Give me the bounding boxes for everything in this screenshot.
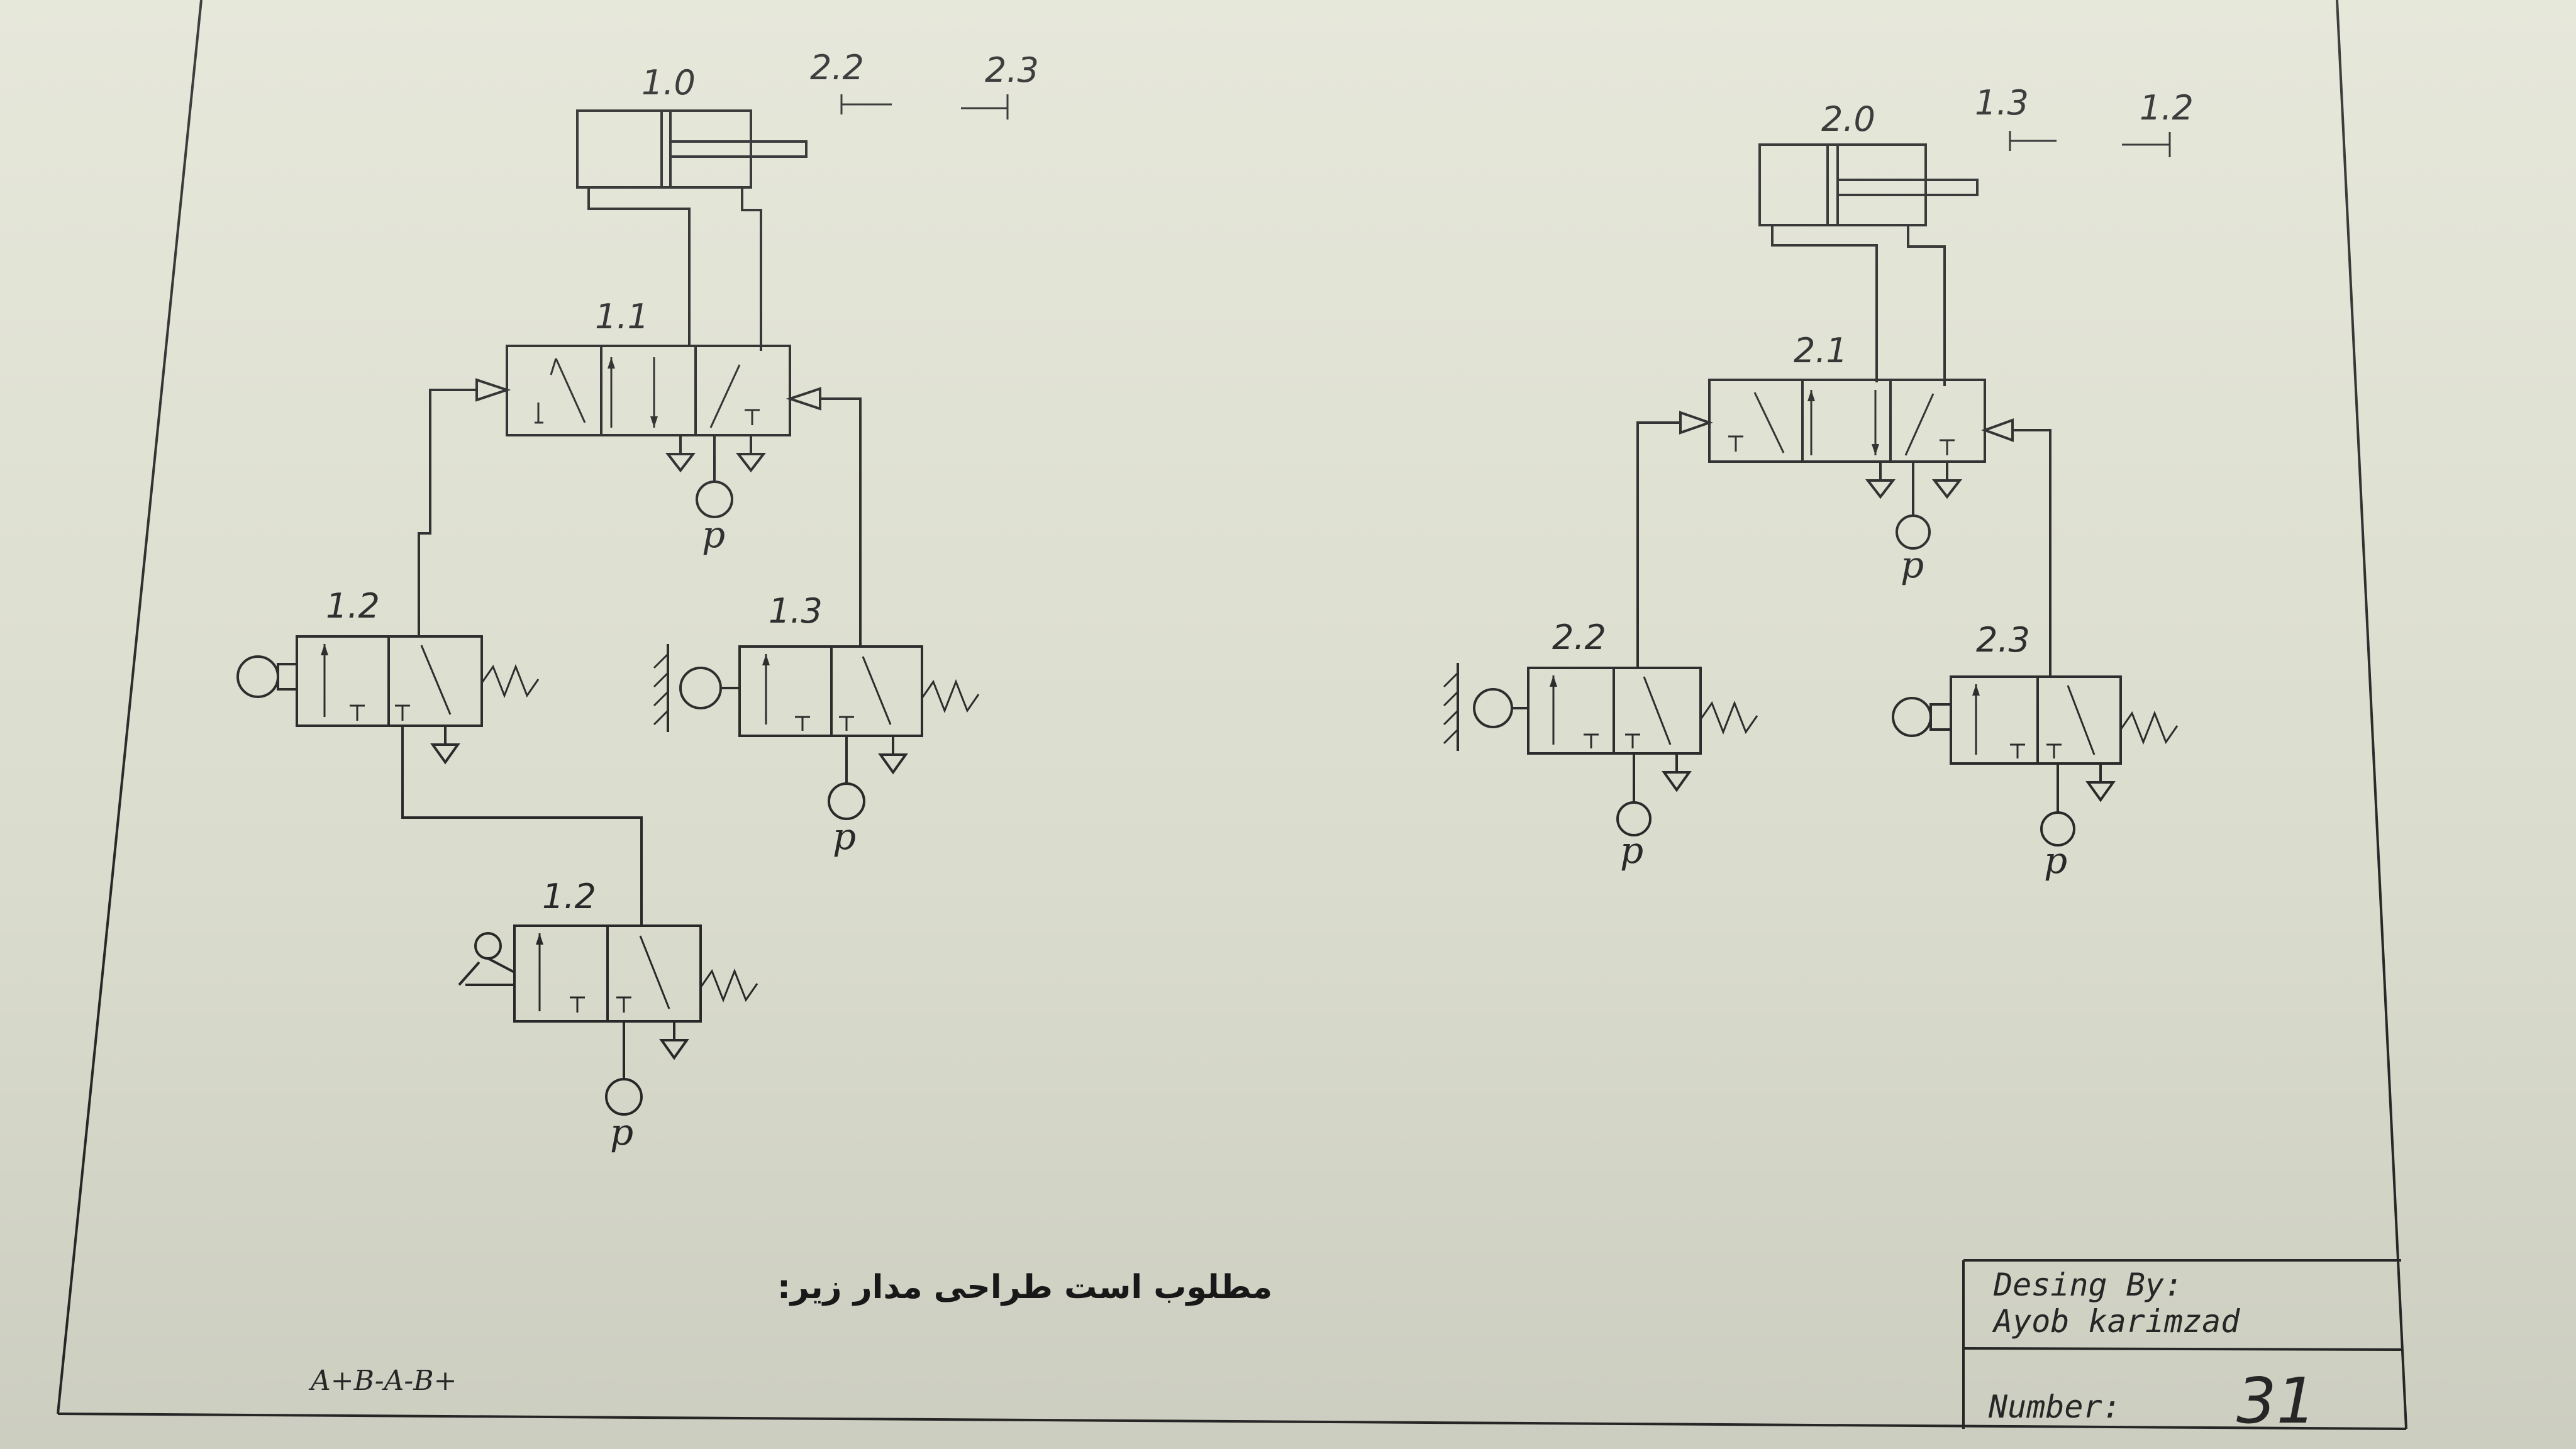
limit-markers-2: 1.3 1.2 <box>1975 83 2194 157</box>
designer-name: Ayob karimzad <box>1992 1303 2240 1340</box>
pressure-label: p <box>1901 543 1924 586</box>
exhaust-icon <box>735 453 767 473</box>
pressure-label: p <box>1620 829 1643 872</box>
line-cyl1-b <box>741 187 762 351</box>
valve-1-2-lower: 1.2 <box>458 877 758 1023</box>
limit-label-left: 2.2 <box>810 48 864 87</box>
valve-1-2-upper: 1.2 <box>236 586 540 727</box>
pilot-line-right <box>2012 429 2051 677</box>
cylinder-1-0: 1.0 <box>576 63 808 189</box>
designed-by-label: Desing By: <box>1993 1267 2183 1303</box>
line-cyl2-b <box>1907 225 1946 386</box>
limit-markers-1: 2.2 2.3 <box>810 48 1039 119</box>
line-1-2-to-1-2 <box>401 726 643 926</box>
sheet-border-bottom <box>57 1413 2407 1430</box>
title-block: Desing By: Ayob karimzad Number: 31 <box>1962 1259 2402 1438</box>
task-text: مطلوب است طراحی مدار زیر: <box>777 1269 1272 1306</box>
limit-label-right: 1.2 <box>2140 88 2194 128</box>
sheet-border-right <box>2336 0 2407 1430</box>
main-valve-label: 1.1 <box>595 297 649 336</box>
circuit-2: 2.0 1.3 1.2 <box>1443 83 2194 882</box>
exhaust-icon <box>430 743 460 765</box>
exhaust-icon <box>665 453 696 473</box>
pressure-label: p <box>610 1111 633 1153</box>
pilot-line-left <box>1636 421 1680 668</box>
pressure-source-icon <box>1616 801 1652 836</box>
valve-2-3: 2.3 <box>1892 620 2179 765</box>
exhaust-icon <box>659 1039 689 1060</box>
cylinder-2-0: 2.0 <box>1758 99 1979 226</box>
main-valve-1-1: 1.1 <box>475 297 821 436</box>
exhaust-icon <box>1865 479 1896 499</box>
number-label: Number: <box>1988 1389 2121 1425</box>
number-value: 31 <box>2236 1364 2316 1438</box>
valve-label: 1.2 <box>326 586 380 626</box>
line-cyl1-a <box>587 187 691 346</box>
sheet-border-left <box>57 0 203 1414</box>
valve-2-2: 2.2 <box>1443 618 1758 755</box>
exhaust-icon <box>2085 781 2116 802</box>
pressure-source-icon <box>605 1078 643 1116</box>
pressure-source-icon <box>828 782 865 820</box>
valve-1-3: 1.3 <box>653 591 980 737</box>
pressure-source-icon <box>696 480 733 518</box>
exhaust-icon <box>1662 771 1692 792</box>
line-cyl2-a <box>1771 225 1878 382</box>
pressure-label: p <box>833 815 856 858</box>
pressure-source-icon <box>1896 514 1931 550</box>
pressure-source-icon <box>2040 811 2075 847</box>
valve-label: 1.2 <box>542 877 596 916</box>
cylinder-label: 2.0 <box>1821 99 1875 139</box>
pilot-line-left <box>418 389 477 636</box>
exhaust-icon <box>1931 479 1963 499</box>
cylinder-label: 1.0 <box>641 63 696 103</box>
main-valve-label: 2.1 <box>1794 331 1848 370</box>
main-valve-2-1: 2.1 <box>1679 331 2014 463</box>
valve-label: 2.3 <box>1976 620 2030 660</box>
valve-label: 2.2 <box>1552 618 1606 657</box>
pilot-line-right <box>820 397 862 647</box>
limit-label-right: 2.3 <box>985 50 1039 90</box>
pressure-label: p <box>2044 839 2067 882</box>
limit-label-left: 1.3 <box>1975 83 2029 123</box>
valve-label: 1.3 <box>769 591 823 631</box>
sequence-text: A+B-A-B+ <box>308 1365 457 1397</box>
exhaust-icon <box>878 753 908 775</box>
pressure-label: p <box>702 513 725 556</box>
circuit-1: 1.0 2.2 2.3 <box>236 48 1039 1153</box>
